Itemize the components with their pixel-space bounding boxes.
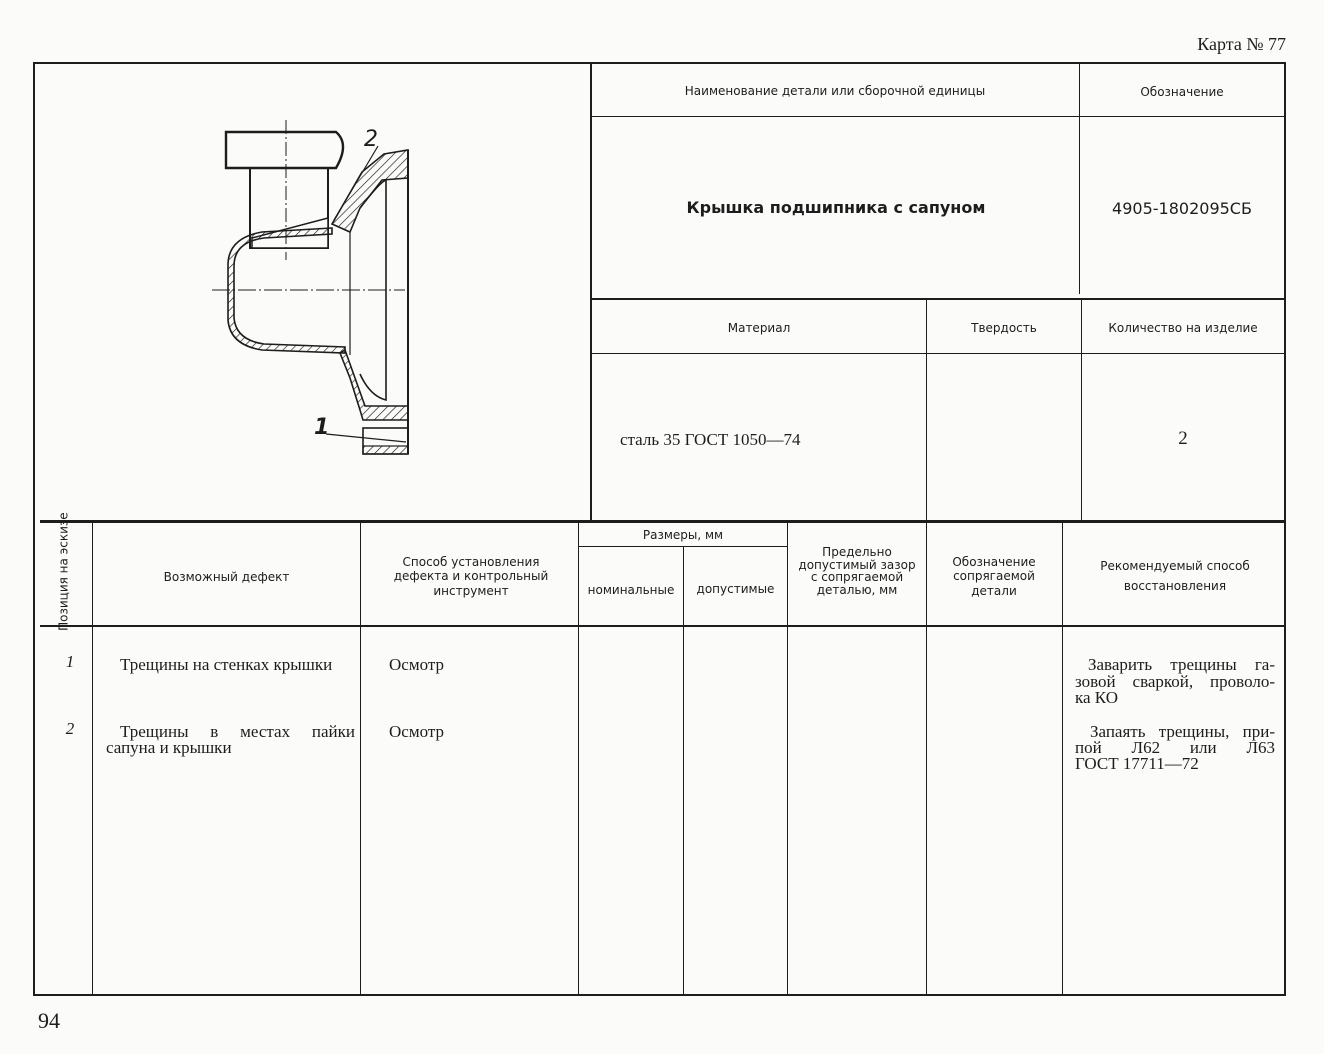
row-1-restore-line-1: Заварить трещины га- <box>1088 655 1275 674</box>
col-sizes-header: Размеры, мм <box>642 528 724 542</box>
info-divider-designation <box>1079 62 1080 294</box>
quantity-label: Количество на изделие <box>1108 321 1258 335</box>
material-value: сталь 35 ГОСТ 1050—74 <box>620 430 801 449</box>
frame-right <box>1284 62 1286 996</box>
col-allowed-header: допустимые <box>696 582 775 596</box>
row-2-restore-line-3: ГОСТ 17711—72 <box>1075 754 1199 773</box>
col-mating-header: Обозначение сопрягаемой детали <box>952 555 1036 598</box>
col-position-header: Позиция на эскизе <box>56 512 71 631</box>
col-gap-header: Предельно допустимый зазор с сопрягаемой… <box>798 545 916 597</box>
info-divider-quantity <box>1081 300 1082 520</box>
table-top <box>40 520 1286 523</box>
name-label: Наименование детали или сборочной единиц… <box>684 84 986 98</box>
quantity-value: 2 <box>1178 428 1188 449</box>
frame-left <box>33 62 35 996</box>
col-line-2 <box>360 522 361 994</box>
col-line-7 <box>1062 522 1063 994</box>
row-1-restore-line-2: зовой сваркой, проволо- <box>1075 672 1275 691</box>
col-line-5 <box>787 522 788 994</box>
info-line-3 <box>592 353 1284 354</box>
row-2-restore-line-2: пой Л62 или Л63 <box>1075 738 1275 757</box>
row-2-position: 2 <box>65 719 75 738</box>
col-line-3 <box>578 522 579 994</box>
part-name: Крышка подшипника с сапуном <box>686 198 986 217</box>
row-1-method: Осмотр <box>389 655 444 674</box>
designation-label: Обозначение <box>1140 85 1224 99</box>
table-header-bottom <box>40 625 1286 627</box>
col-restore-header: Рекомендуемый способ восстановления <box>1100 559 1250 594</box>
page-number: 94 <box>38 1008 60 1033</box>
callout-2: 2 <box>364 127 378 152</box>
material-label: Материал <box>727 321 791 335</box>
col-line-4 <box>683 546 684 994</box>
breather-cap <box>224 130 345 170</box>
row-2-restore-line-1: Запаять трещины, при- <box>1090 722 1275 741</box>
info-line-2 <box>592 298 1284 300</box>
row-1-position: 1 <box>65 652 75 671</box>
row-2-method: Осмотр <box>389 722 444 741</box>
col-method-header: Способ установления дефекта и контрольны… <box>393 555 549 598</box>
row-2-defect-line-2: сапуна и крышки <box>106 738 232 757</box>
frame-top <box>33 62 1286 64</box>
row-1-defect: Трещины на стенках крышки <box>120 655 333 674</box>
row-2-defect-line-1: Трещины в местах пайки <box>120 722 355 741</box>
flange-upper <box>330 149 409 234</box>
bearing-cap-sketch: 2 1 <box>212 120 409 455</box>
row-1-restore-line-3: ка КО <box>1075 688 1118 707</box>
frame-bottom <box>33 994 1286 996</box>
card-number: Карта № 77 <box>1197 34 1286 54</box>
col-defect-header: Возможный дефект <box>163 570 290 584</box>
col-nominal-header: номинальные <box>587 583 675 597</box>
hardness-label: Твердость <box>971 321 1037 335</box>
sketch-divider <box>590 62 592 520</box>
part-designation: 4905-1802095СБ <box>1112 199 1252 218</box>
col-line-6 <box>926 522 927 994</box>
callout-1: 1 <box>314 415 329 440</box>
info-divider-hardness <box>926 300 927 520</box>
cap-shell <box>227 227 346 354</box>
col-line-1 <box>92 522 93 994</box>
info-line-1 <box>592 116 1284 117</box>
flange-lower <box>339 348 409 421</box>
